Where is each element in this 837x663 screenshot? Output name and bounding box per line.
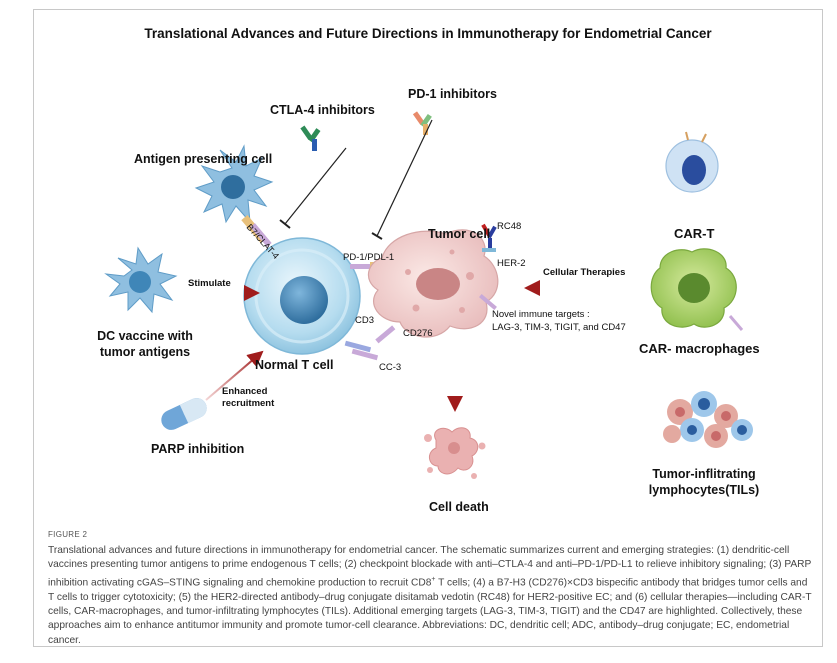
dc-vaccine-label-line1: DC vaccine with (97, 329, 193, 343)
b7-ctla4-connector (241, 214, 272, 247)
antigen-presenting-cell-icon (194, 144, 274, 224)
dc-vaccine-label-line2: tumor antigens (99, 345, 191, 359)
car-t-cell-icon (665, 131, 719, 193)
rc48-label: RC48 (497, 221, 522, 232)
enhanced-recruitment-arrow (205, 350, 264, 401)
car-t-label: CAR-T (674, 226, 715, 241)
cellular-therapies-label: Cellular Therapies (543, 267, 626, 278)
diagram-canvas (104, 111, 753, 479)
rc48-her2-antibody-icon (481, 223, 497, 252)
enhanced-recruitment-label-line2: recruitment (222, 398, 275, 409)
novel-targets-label-line1: Novel immune targets : (492, 309, 590, 320)
pd1-inhibition-line (371, 119, 433, 240)
normal-t-cell-label: Normal T cell (255, 358, 334, 372)
tils-cluster-icon (663, 391, 753, 448)
cd3-cd276-bispecific-icon (344, 325, 396, 361)
tils-label-line1: Tumor-inflitrating (652, 467, 756, 481)
pd1-inhibitors-label: PD-1 inhibitors (408, 87, 497, 101)
pd1-pdl1-label: PD-1/PDL-1 (343, 252, 395, 263)
figure-label: FIGURE 2 (48, 530, 88, 539)
tumor-cell-icon (367, 229, 499, 338)
cc3-label: CC-3 (379, 362, 402, 373)
caption-part-2: T cells; (4) a B7-H3 (CD276)×CD3 bispeci… (48, 577, 812, 646)
diagram-title: Translational Advances and Future Direct… (144, 26, 712, 41)
caption-superscript: + (431, 575, 436, 583)
ctla4-antibody-icon (300, 125, 321, 151)
parp-inhibitor-capsule-icon (161, 398, 207, 430)
cell-death-icon (424, 427, 486, 479)
figure-caption: Translational advances and future direct… (48, 544, 813, 648)
car-macrophage-icon (650, 248, 744, 331)
novel-targets-receptor (479, 294, 497, 310)
enhanced-recruitment-label-line1: Enhanced (222, 386, 268, 397)
ctla4-inhibition-line (279, 147, 347, 229)
cd276-label: CD276 (403, 328, 433, 339)
ctla4-inhibitors-label: CTLA-4 inhibitors (270, 103, 375, 117)
figure-frame (33, 9, 823, 647)
pd1-antibody-icon (412, 111, 432, 135)
dc-vaccine-cell-icon (104, 246, 178, 314)
tumor-cell-label: Tumor cell (428, 227, 491, 241)
parp-inhibition-label: PARP inhibition (151, 442, 245, 456)
car-macrophages-label: CAR- macrophages (639, 341, 760, 356)
cd3-label: CD3 (355, 315, 375, 326)
cell-death-label: Cell death (429, 500, 489, 514)
tils-label-line2: lymphocytes(TILs) (648, 483, 760, 497)
normal-t-cell-icon (243, 237, 361, 355)
caption-part-1: Translational advances and future direct… (48, 545, 812, 589)
stimulate-label: Stimulate (188, 278, 231, 289)
novel-targets-label-line2: LAG-3, TIM-3, TIGIT, and CD47 (492, 322, 626, 333)
apc-label: Antigen presenting cell (134, 152, 273, 166)
her2-label: HER-2 (497, 258, 526, 269)
